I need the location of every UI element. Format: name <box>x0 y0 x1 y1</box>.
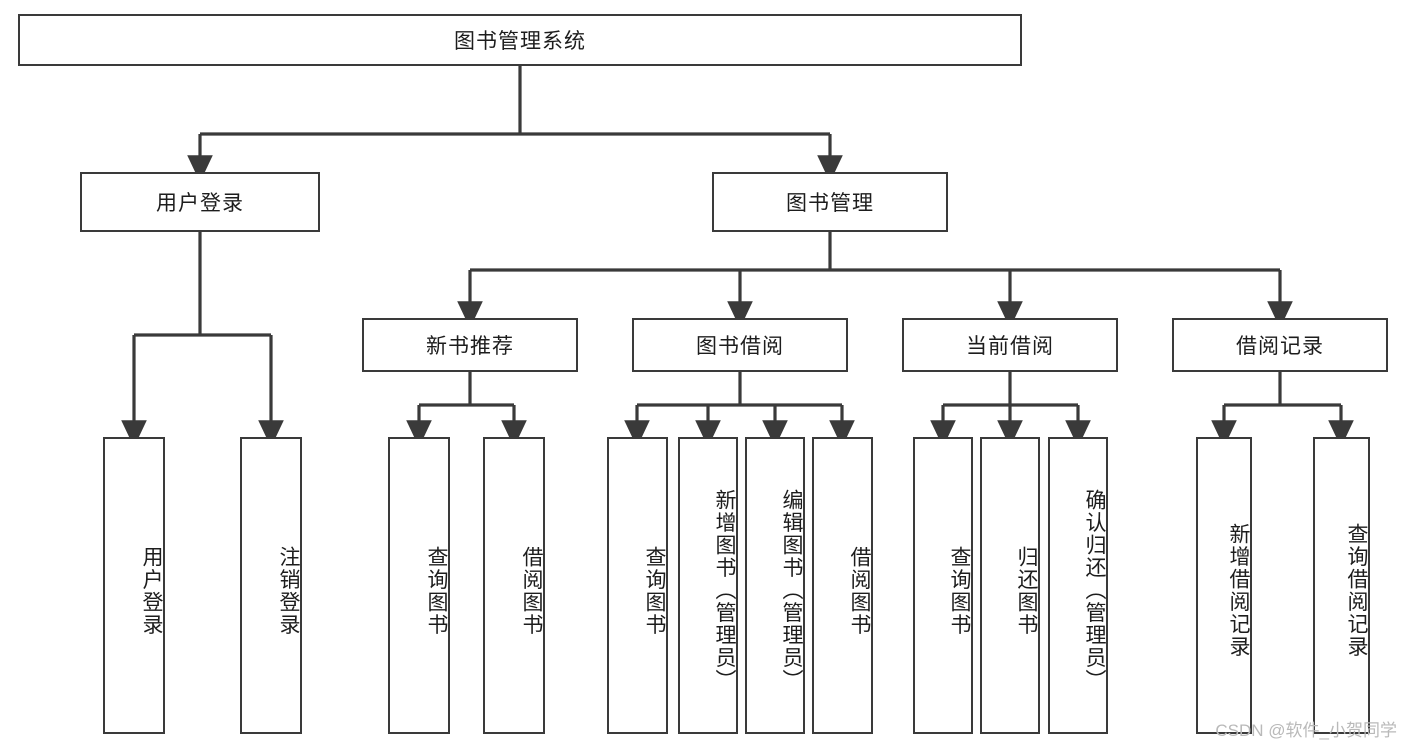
leaf-label: 查询图书 <box>425 545 448 636</box>
leaf-return-book[interactable]: 归还图书 <box>980 437 1040 734</box>
leaf-query-book-borrow[interactable]: 查询图书 <box>607 437 668 734</box>
node-root[interactable]: 图书管理系统 <box>18 14 1022 66</box>
leaf-logout[interactable]: 注销登录 <box>240 437 302 734</box>
leaf-label: 编辑图书（管理员） <box>780 489 803 692</box>
leaf-query-borrow-record[interactable]: 查询借阅记录 <box>1313 437 1370 734</box>
leaf-add-book-admin[interactable]: 新增图书（管理员） <box>678 437 738 734</box>
leaf-label: 归还图书 <box>1015 545 1038 636</box>
leaf-add-borrow-record[interactable]: 新增借阅记录 <box>1196 437 1252 734</box>
leaf-label: 查询图书 <box>643 545 666 636</box>
leaf-label: 借阅图书 <box>520 545 543 636</box>
node-borrow-record[interactable]: 借阅记录 <box>1172 318 1388 372</box>
node-current-borrow[interactable]: 当前借阅 <box>902 318 1118 372</box>
leaf-label: 确认归还（管理员） <box>1083 489 1106 692</box>
leaf-label: 查询借阅记录 <box>1345 523 1368 658</box>
node-new-book-recommend[interactable]: 新书推荐 <box>362 318 578 372</box>
leaf-borrow-book-recommend[interactable]: 借阅图书 <box>483 437 545 734</box>
leaf-label: 注销登录 <box>277 545 300 636</box>
leaf-query-book-current[interactable]: 查询图书 <box>913 437 973 734</box>
leaf-user-login[interactable]: 用户登录 <box>103 437 165 734</box>
leaf-confirm-return-admin[interactable]: 确认归还（管理员） <box>1048 437 1108 734</box>
node-book-management[interactable]: 图书管理 <box>712 172 948 232</box>
leaf-label: 新增图书（管理员） <box>713 489 736 692</box>
leaf-query-book-recommend[interactable]: 查询图书 <box>388 437 450 734</box>
leaf-edit-book-admin[interactable]: 编辑图书（管理员） <box>745 437 805 734</box>
watermark: CSDN @软件_小贺同学 <box>1215 721 1397 740</box>
leaf-label: 新增借阅记录 <box>1227 523 1250 658</box>
node-book-borrow[interactable]: 图书借阅 <box>632 318 848 372</box>
leaf-label: 查询图书 <box>948 545 971 636</box>
leaf-label: 用户登录 <box>140 545 163 636</box>
node-user-login[interactable]: 用户登录 <box>80 172 320 232</box>
leaf-label: 借阅图书 <box>848 545 871 636</box>
leaf-borrow-book[interactable]: 借阅图书 <box>812 437 873 734</box>
